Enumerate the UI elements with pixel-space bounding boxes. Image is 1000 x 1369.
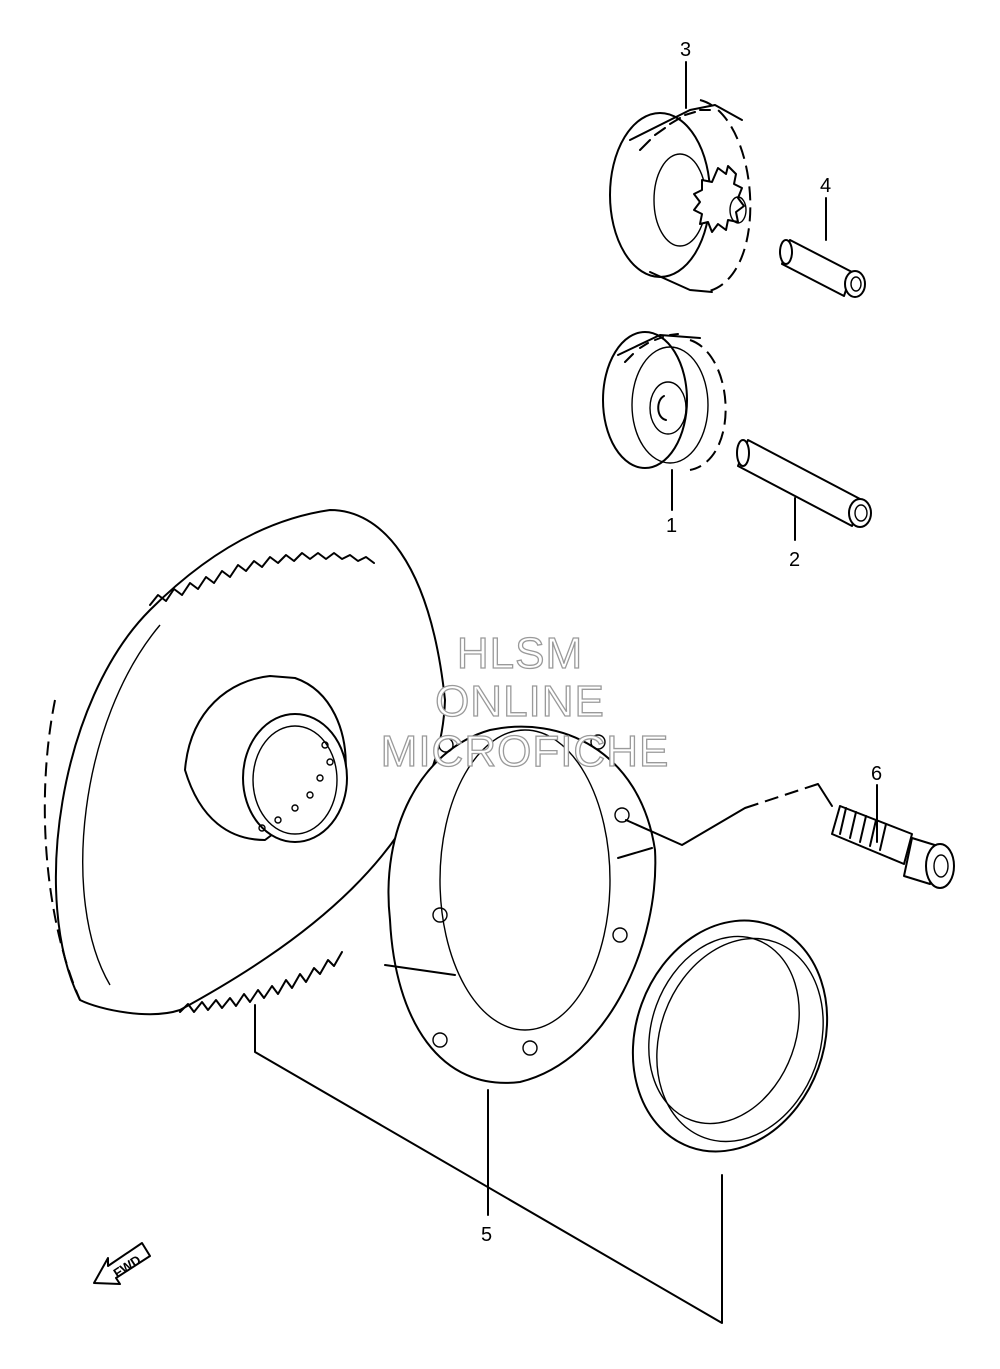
callout-5: 5 [481,1224,492,1246]
part-6-bolt [831,805,955,889]
watermark: HLSM ONLINE MICROFICHE [380,628,670,776]
leader-lines [254,61,878,1324]
callout-4: 4 [820,175,831,197]
clutch-housing [384,725,657,1084]
callout-3: 3 [680,39,691,61]
part-4-short-pin [779,239,866,298]
part-5-driven-gear [43,509,446,1016]
fwd-arrow: FWD [93,1242,151,1285]
callout-6: 6 [871,763,882,785]
watermark-line-1: HLSM [457,629,583,678]
callout-1: 1 [666,515,677,537]
one-way-clutch [631,919,829,1153]
watermark-line-3: MICROFICHE [381,727,670,776]
callout-2: 2 [789,549,800,571]
part-1-idle-gear [602,331,727,471]
part-2-long-pin [736,439,872,528]
watermark-line-2: ONLINE [435,677,605,726]
part-3-gear [609,99,752,293]
